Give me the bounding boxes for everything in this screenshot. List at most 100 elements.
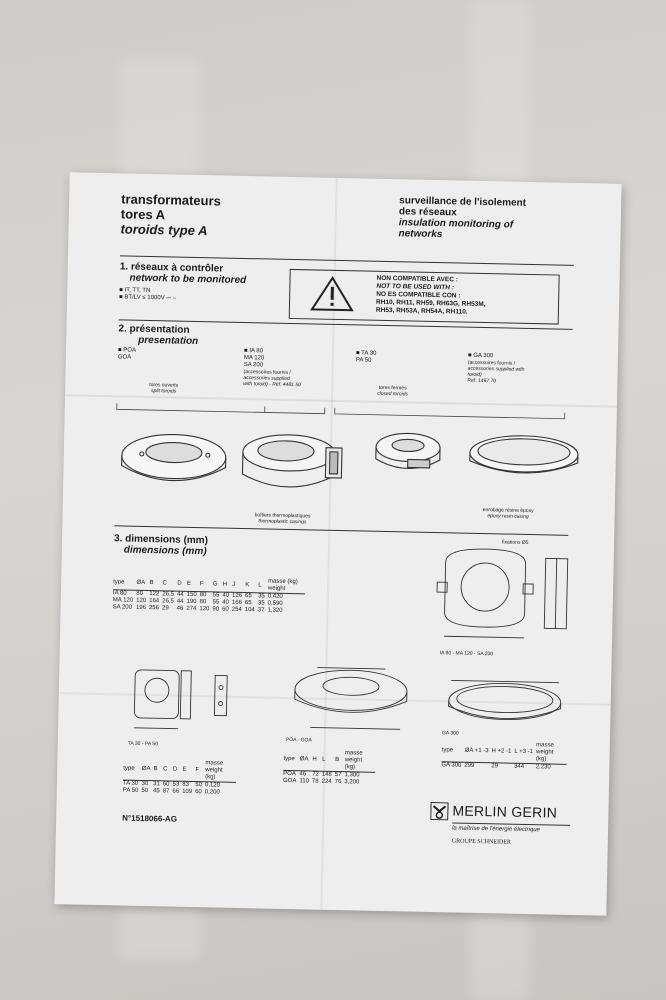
table-header-cell: ØA xyxy=(136,575,150,591)
group-ia-desc-3: with toroid) - Réf. 4481 50 xyxy=(243,380,301,389)
warning-box: NON COMPATIBLE AVEC : NOT TO BE USED WIT… xyxy=(288,268,560,325)
table-cell: 196 xyxy=(135,604,147,611)
fixation-label: fixations Ø5 xyxy=(502,539,529,546)
table-cell: 66 xyxy=(172,788,180,795)
table-header-row: type ØA +1 -3 H +2 -1 L +3 -1 masse weig… xyxy=(441,740,568,765)
epoxy-caption: enrobage résine époxy epoxy resin casing xyxy=(483,507,534,520)
table-header-cell: H +2 -1 xyxy=(491,741,515,764)
table-header-cell: E xyxy=(182,759,196,782)
table-cell: 29 xyxy=(161,605,169,612)
ga-dimension-drawing xyxy=(448,679,562,721)
section-2-heading: 2. présentation presentation xyxy=(118,323,198,347)
document-subtitle: surveillance de l'isolement des réseaux … xyxy=(398,195,526,242)
table-cell: 37 xyxy=(257,607,265,614)
ta-dimension-drawing xyxy=(133,669,228,730)
dimensions-table-ia: type ØA B C D E F G H J K L masse (kg) w… xyxy=(113,575,306,615)
table-cell: 2,230 xyxy=(535,764,551,771)
table-row: PA 50 50 45 87 66 109 60 0,200 xyxy=(123,788,236,797)
table-header-cell: masse (kg) weight xyxy=(267,578,306,594)
table-cell: 299 xyxy=(464,762,475,769)
table-cell: GA 300 xyxy=(441,762,462,769)
ia-drawing-label: IA 80 - MA 120 - SA 200 xyxy=(439,650,494,658)
epoxy-caption-en: epoxy resin casing xyxy=(487,513,529,520)
document-reference: N°1518066-AG xyxy=(122,813,178,824)
table-header-cell: H xyxy=(312,749,323,772)
table-cell: 109 xyxy=(182,788,193,795)
table-header-cell: D xyxy=(172,759,183,782)
table-cell: 274 xyxy=(186,605,197,613)
brand-group: GROUPE SCHNEIDER xyxy=(451,838,512,846)
group-poa: ■ POA GOA xyxy=(118,347,136,361)
table-header-cell: B xyxy=(153,759,164,781)
merlin-gerin-logo-icon xyxy=(430,801,449,821)
table-cell: 90 xyxy=(212,606,220,613)
table-header-cell: D xyxy=(177,576,188,592)
table-cell: 254 xyxy=(231,606,242,613)
group-goa-code: GOA xyxy=(117,354,132,361)
table-cell: 78 xyxy=(311,778,319,785)
ta-drawing-label: TA 30 - PA 50 xyxy=(127,740,158,748)
document-title: transformateurs tores A toroids type A xyxy=(120,191,221,238)
group-pa50-code: PA 50 xyxy=(355,357,372,364)
thermoplastic-toroid-ia-image xyxy=(241,434,343,488)
table-header-cell: K xyxy=(245,578,259,593)
presentation-brackets xyxy=(116,403,566,420)
table-header-cell: type xyxy=(112,575,137,591)
table-header-cell: L xyxy=(258,578,269,594)
table-header-cell: J xyxy=(232,577,246,593)
table-cell: 76 xyxy=(334,778,342,786)
group-ga: ■ GA 300 (accessoires fournis / accessor… xyxy=(467,353,524,385)
dimensions-table-ga: type ØA +1 -3 H +2 -1 L +3 -1 masse weig… xyxy=(441,740,568,772)
table-header-cell: type xyxy=(441,740,465,763)
group-ta: ■ TA 30 PA 50 xyxy=(356,350,377,364)
toroid-illustrations xyxy=(121,432,579,488)
warning-triangle-icon xyxy=(310,275,354,312)
table-header-cell: type xyxy=(283,748,301,771)
section-3-heading: 3. dimensions (mm) dimensions (mm) xyxy=(114,533,208,557)
table-header-cell: masse weight (kg) xyxy=(205,760,237,783)
closed-toroid-ta-image xyxy=(375,432,441,469)
table-header-cell: type xyxy=(123,758,143,781)
table-header-cell: G xyxy=(212,577,223,593)
table-cell: 45 xyxy=(152,788,160,795)
bullet-voltage: ■ BT/LV ≤ 1000V ⎓ ∼ xyxy=(119,294,177,302)
section-1-title-en: network to be monitored xyxy=(129,272,247,287)
table-header-cell: B xyxy=(149,576,163,591)
table-cell: GOA xyxy=(282,777,297,785)
group-ia: ■ IA 80 MA 120 SA 200 (accessoires fourn… xyxy=(243,348,301,388)
poa-dimension-drawing xyxy=(294,667,408,730)
title-line-3: toroids type A xyxy=(120,221,208,239)
table-header-cell: masse weight (kg) xyxy=(535,742,568,765)
table-cell: 224 xyxy=(321,778,332,785)
table-header-cell: F xyxy=(195,760,206,782)
table-row: GOA 110 78 224 76 3,200 xyxy=(283,778,375,787)
table-header-cell: E xyxy=(186,576,201,592)
table-header-cell: ØA xyxy=(299,749,313,772)
thermoplastic-caption-en: thermoplastic casings xyxy=(258,518,307,526)
brand-tagline: la maîtrise de l'énergie électrique xyxy=(452,825,540,834)
epoxy-toroid-ga-image xyxy=(469,435,579,474)
table-cell: 87 xyxy=(162,788,170,795)
table-cell: 256 xyxy=(148,605,160,612)
table-header-cell: ØA +1 -3 xyxy=(464,740,492,763)
warning-text: NON COMPATIBLE AVEC : NOT TO BE USED WIT… xyxy=(376,275,486,317)
table-header-cell: ØA xyxy=(141,758,154,781)
instruction-sheet: transformateurs tores A toroids type A s… xyxy=(54,172,622,916)
table-header-cell: F xyxy=(199,577,214,592)
split-toroid-poa-image xyxy=(121,433,227,482)
table-cell: PA 50 xyxy=(122,787,139,794)
ga-drawing-label: GA 300 xyxy=(441,730,459,737)
table-cell: 104 xyxy=(244,607,255,614)
table-cell: 60 xyxy=(222,606,229,613)
table-header-row: type ØA B C D E F masse weight (kg) xyxy=(123,758,237,783)
table-cell: 50 xyxy=(141,787,149,795)
table-cell: SA 200 xyxy=(112,604,133,611)
table-row: GA 300 299 29 344 2,230 xyxy=(441,762,566,772)
section-2-title: 2. présentation xyxy=(118,323,190,336)
table-header-cell: masse weight (kg) xyxy=(344,750,376,773)
section-1-bullets: ■ IT, TT, TN ■ BT/LV ≤ 1000V ⎓ ∼ xyxy=(119,287,176,302)
table-header-cell: C xyxy=(162,759,174,782)
dimensions-table-poa: type ØA H L B masse weight (kg) POA 46 7… xyxy=(283,748,376,787)
table-cell: 1,320 xyxy=(267,607,283,614)
table-cell: 120 xyxy=(199,606,210,613)
